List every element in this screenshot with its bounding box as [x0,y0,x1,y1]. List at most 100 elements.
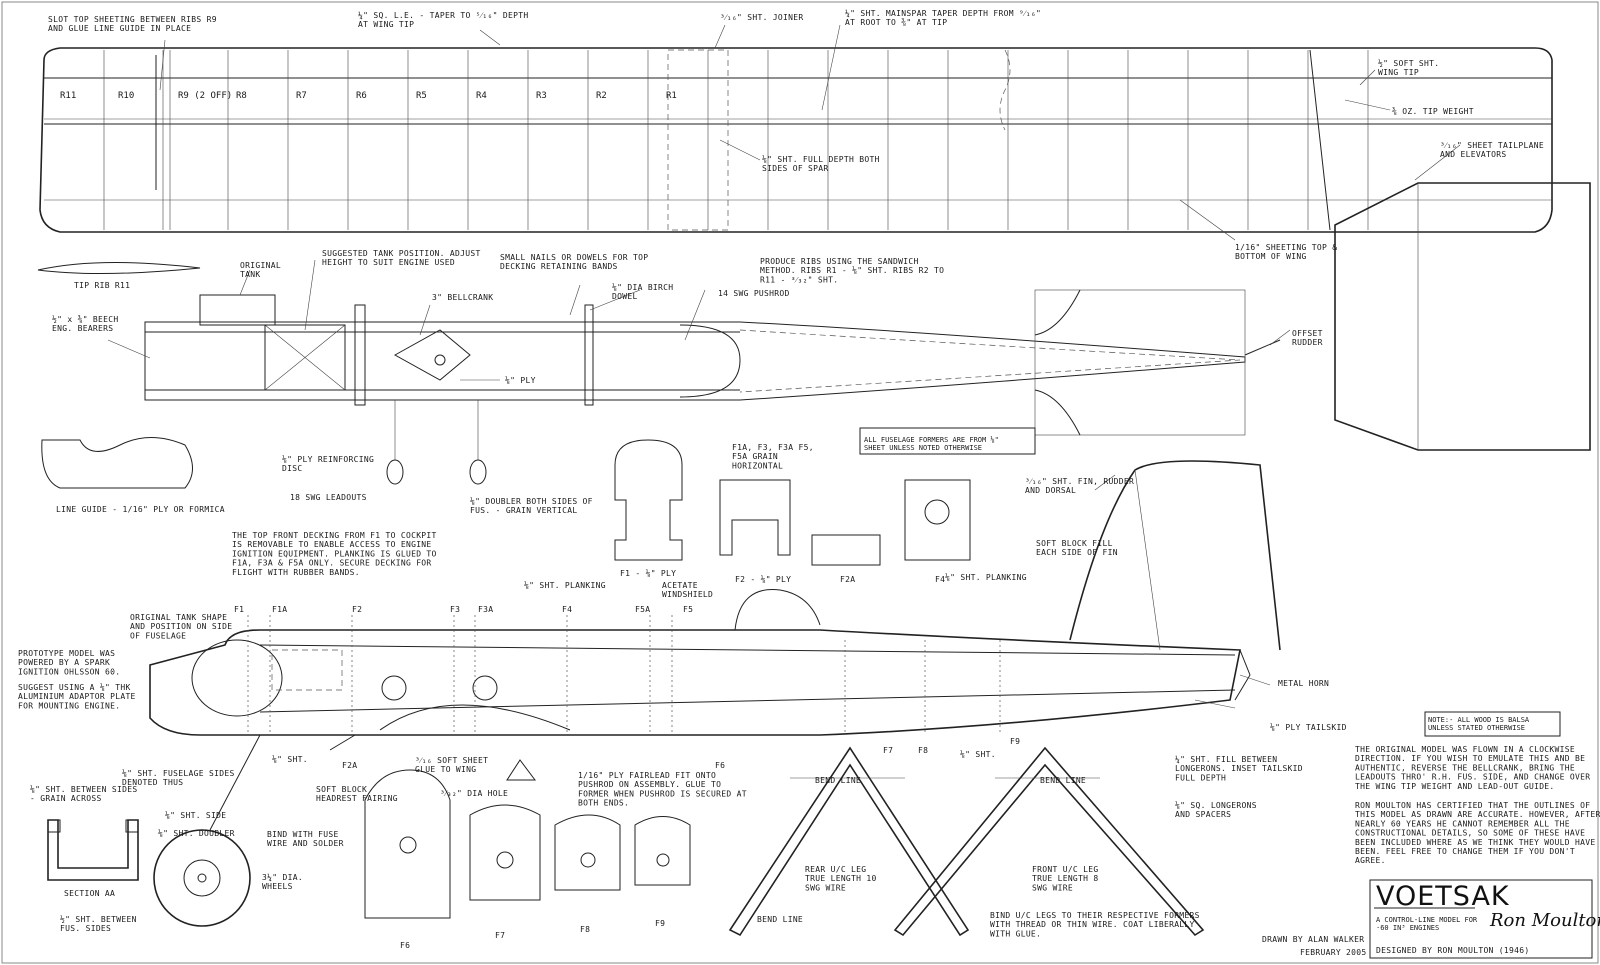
side-former-f6: F6 [715,761,725,770]
label-formers-note: ALL FUSELAGE FORMERS ARE FROM ⅛"SHEET UN… [864,435,999,452]
side-former-f5: F5 [683,605,693,614]
rib-r2: R2 [596,91,607,101]
side-former-f2a: F2A [342,761,357,770]
leader-lines [107,24,1461,709]
bottom-former-f6: F6 [400,941,410,950]
title: VOETSAK [1376,881,1510,912]
tip-rib [37,261,201,275]
rib-r4: R4 [476,91,487,101]
label-bendline-2: BEND LINE [1040,776,1086,785]
fuselage-top-view [144,289,1281,485]
note-flight: THE ORIGINAL MODEL WAS FLOWN IN A CLOCKW… [1355,745,1590,791]
section-aa [47,819,139,881]
subtitle: A CONTROL-LINE MODEL FOR·60 IN³ ENGINES [1376,916,1478,932]
rib-r5: R5 [416,91,427,101]
bottom-former-f7: F7 [495,931,505,940]
side-former-f1: F1 [234,605,244,614]
wing-plan [39,47,1553,233]
signature: Ron Moulton [1489,910,1600,931]
side-former-f2: F2 [352,605,362,614]
label-mainspar: ¼" SHT. MAINSPAR TAPER DEPTH FROM ⁹⁄₁₆"A… [845,9,1041,27]
rib-r9: R9 (2 OFF) [178,91,232,101]
label-doubler-aa: ⅛" SHT. DOUBLER [158,829,235,838]
label-planking: ⅛" SHT. PLANKING [524,581,606,590]
rib-r11: R11 [60,91,76,101]
label-joiner: ³⁄₁₆" SHT. JOINER [720,13,804,22]
label-decking: THE TOP FRONT DECKING FROM F1 TO COCKPIT… [232,531,437,577]
former-f2a: F2A [840,575,855,584]
line-guide [41,437,193,489]
rib-r8: R8 [236,91,247,101]
label-between: ⅛" SHT. BETWEEN SIDES- GRAIN ACROSS [30,785,137,803]
rib-r7: R7 [296,91,307,101]
fuselage-side-view [149,460,1281,831]
side-former-f5a: F5A [635,605,650,614]
label-hole: ³⁄₃₂" DIA HOLE [440,789,508,798]
label-leadouts: 18 SWG LEADOUTS [290,493,367,502]
former-f1: F1 - ⅛" PLY [620,569,676,578]
label-sht18: ⅛" SHT. [272,755,308,764]
label-tipweight: ⅜ OZ. TIP WEIGHT [1392,107,1474,116]
label-bellcrank: 3" BELLCRANK [432,293,493,302]
bottom-former-f9: F9 [655,919,665,928]
label-lineguide: LINE GUIDE - 1/16" PLY OR FORMICA [56,505,225,514]
note-certified: RON MOULTON HAS CERTIFIED THAT THE OUTLI… [1355,801,1600,865]
label-pushrod: 14 SWG PUSHROD [718,289,790,298]
label-wheels: 3¼" DIA.WHEELS [262,873,303,891]
tailplane-plan [1334,182,1591,451]
label-wingtip: ½" SOFT SHT.WING TIP [1378,58,1439,77]
rib-r1: R1 [666,91,677,101]
label-planking2: ⅛" SHT. PLANKING [945,573,1027,582]
label-bendline-1: BEND LINE [815,776,861,785]
label-tailskid: ⅛" PLY TAILSKID [1270,723,1347,732]
former-f4: F4 [935,575,945,584]
drawn-by: DRAWN BY ALAN WALKER [1262,935,1364,944]
side-former-f1a: F1A [272,605,287,614]
label-section: SECTION AA [64,889,115,898]
undercarriage-legs [728,746,1205,937]
title-block [1369,711,1593,959]
rib-r3: R3 [536,91,547,101]
side-former-f9: F9 [1010,737,1020,746]
side-former-f8: F8 [918,746,928,755]
label-ply: ⅛" PLY [505,376,536,385]
label-bendline-3: BEND LINE [757,915,803,924]
formers-bottom-row [364,759,691,919]
rib-r6: R6 [356,91,367,101]
label-side: ⅛" SHT. SIDE [165,811,226,820]
side-former-f4: F4 [562,605,572,614]
label-sht18b: ⅛" SHT. [960,750,996,759]
label-bind-legs: BIND U/C LEGS TO THEIR RESPECTIVE FORMER… [990,911,1200,938]
wheel [153,829,251,927]
former-f2: F2 - ⅛" PLY [735,575,791,584]
side-former-f7: F7 [883,746,893,755]
